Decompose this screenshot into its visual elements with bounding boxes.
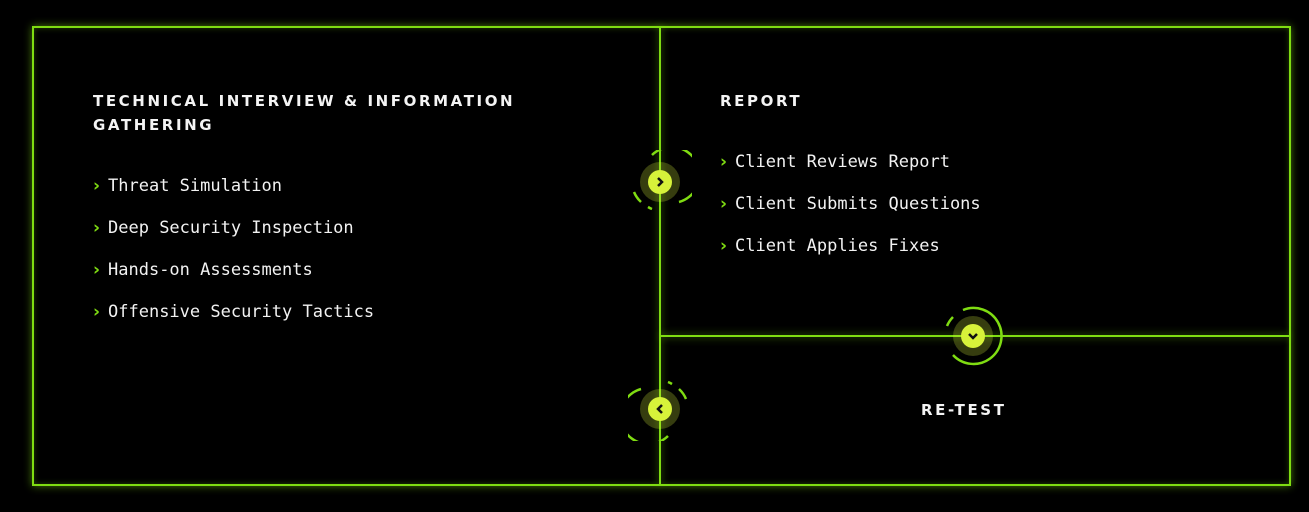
list-item: › Client Reviews Report [720,152,981,194]
chevron-right-icon: › [93,302,101,322]
list-item: › Threat Simulation [93,176,374,218]
arrow-down-node-icon [945,306,1003,366]
chevron-right-icon: › [93,218,101,238]
list-item: › Client Applies Fixes [720,236,981,278]
chevron-right-icon: › [720,194,728,214]
section-title-interview: Technical Interview & Information Gather… [93,92,516,134]
divider-vertical [659,26,661,484]
list-item: › Hands-on Assessments [93,260,374,302]
arrow-left-node-icon [628,380,688,441]
item-label: Client Reviews Report [735,152,950,172]
list-item: › Deep Security Inspection [93,218,374,260]
interview-list: › Threat Simulation › Deep Security Inspec… [93,176,374,344]
item-label: Offensive Security Tactics [108,302,375,322]
list-item: › Offensive Security Tactics [93,302,374,344]
item-label: Deep Security Inspection [108,218,354,238]
section-title-report: Report [720,92,803,110]
arrow-right-node-icon [632,150,692,211]
process-frame [32,26,1291,486]
chevron-right-icon: › [93,260,101,280]
item-label: Client Submits Questions [735,194,981,214]
item-label: Client Applies Fixes [735,236,940,256]
chevron-right-icon: › [720,152,728,172]
item-label: Threat Simulation [108,176,283,196]
section-title-retest: Re-Test [921,401,1007,419]
report-list: › Client Reviews Report › Client Submits Q… [720,152,981,278]
chevron-right-icon: › [93,176,101,196]
list-item: › Client Submits Questions [720,194,981,236]
item-label: Hands-on Assessments [108,260,313,280]
chevron-right-icon: › [720,236,728,256]
